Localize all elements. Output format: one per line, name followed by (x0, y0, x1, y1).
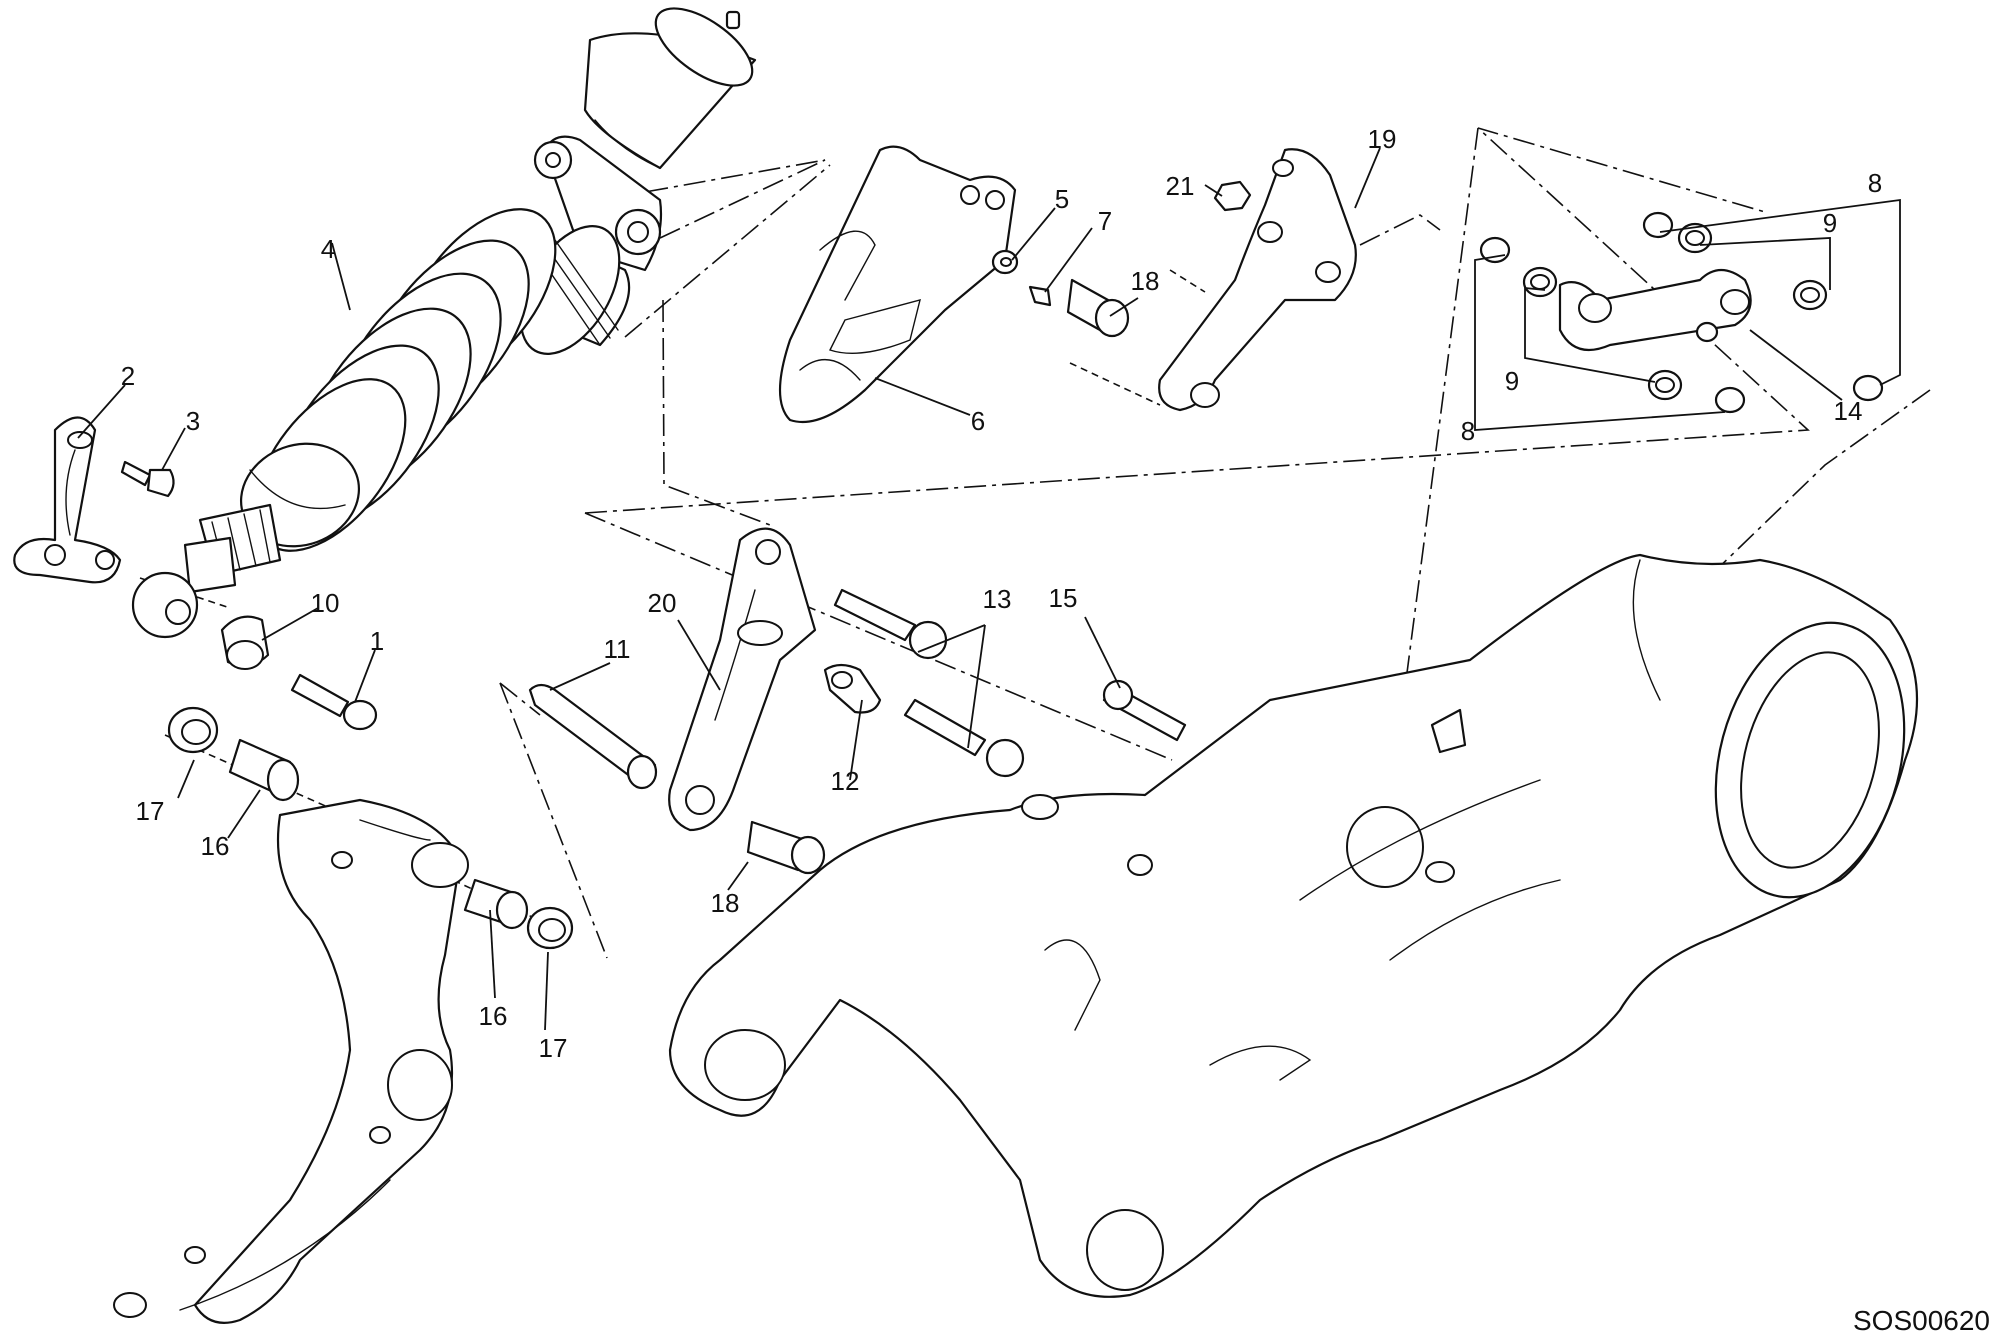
callout-18-lower: 18 (711, 888, 740, 918)
callout-19: 19 (1368, 124, 1397, 154)
callout-3: 3 (186, 406, 200, 436)
part-17-seal-upper (167, 706, 219, 754)
part-21-nut (1213, 180, 1252, 212)
part-15-bolt (1102, 679, 1187, 742)
part-16-bushing-lower (463, 878, 529, 930)
part-13-bolts (833, 588, 1025, 778)
callout-16-upper: 16 (201, 831, 230, 861)
callout-8-top: 8 (1868, 168, 1882, 198)
callout-20: 20 (648, 588, 677, 618)
part-19-footpeg-bracket (1158, 148, 1357, 412)
part-12-cable-guide (823, 663, 882, 714)
callout-9-top: 9 (1823, 208, 1837, 238)
callout-2: 2 (121, 361, 135, 391)
part-16-bushing-upper (228, 738, 300, 802)
part-10-spacer (220, 615, 270, 670)
rocker-lever (113, 798, 469, 1324)
bracket-lines-8-9 (1474, 198, 1901, 431)
callout-17-upper: 17 (136, 796, 165, 826)
callout-12: 12 (831, 766, 860, 796)
drawing-code: SOS00620 (1853, 1305, 1990, 1336)
callout-leaders (77, 147, 1843, 1031)
callout-9-bottom: 9 (1505, 366, 1519, 396)
part-3-bolt (120, 460, 175, 498)
part-1-bolt (290, 673, 378, 731)
part-18-bolt-upper (1066, 278, 1130, 338)
callout-10: 10 (311, 588, 340, 618)
rear-shock-absorber (131, 7, 757, 639)
part-14-tie-rod (1558, 268, 1752, 352)
callout-4: 4 (321, 234, 335, 264)
callout-14: 14 (1834, 396, 1863, 426)
callout-1: 1 (370, 626, 384, 656)
part-9-seals (1522, 222, 1828, 401)
part-18-bolt-lower (746, 820, 826, 875)
callout-16-lower: 16 (479, 1001, 508, 1031)
part-6-heel-guard (778, 145, 1017, 424)
part-2-bracket (13, 416, 122, 584)
callout-8-bottom: 8 (1461, 416, 1475, 446)
callout-21: 21 (1166, 171, 1195, 201)
callout-6: 6 (971, 406, 985, 436)
swingarm (668, 553, 1919, 1298)
callout-11: 11 (604, 634, 631, 664)
part-17-seal-lower (526, 906, 574, 950)
part-11-pin (528, 683, 658, 790)
callout-15: 15 (1049, 583, 1078, 613)
part-20-linkage-plate (668, 527, 817, 832)
callout-5: 5 (1055, 184, 1069, 214)
callout-17-lower: 17 (539, 1033, 568, 1063)
callout-18-upper: 18 (1131, 266, 1160, 296)
callout-labels: 1 2 3 4 5 6 7 8 8 9 9 10 11 12 13 14 15 … (121, 124, 1882, 1063)
part-5-washer (991, 249, 1019, 275)
callout-13: 13 (983, 584, 1012, 614)
callout-7: 7 (1098, 206, 1112, 236)
